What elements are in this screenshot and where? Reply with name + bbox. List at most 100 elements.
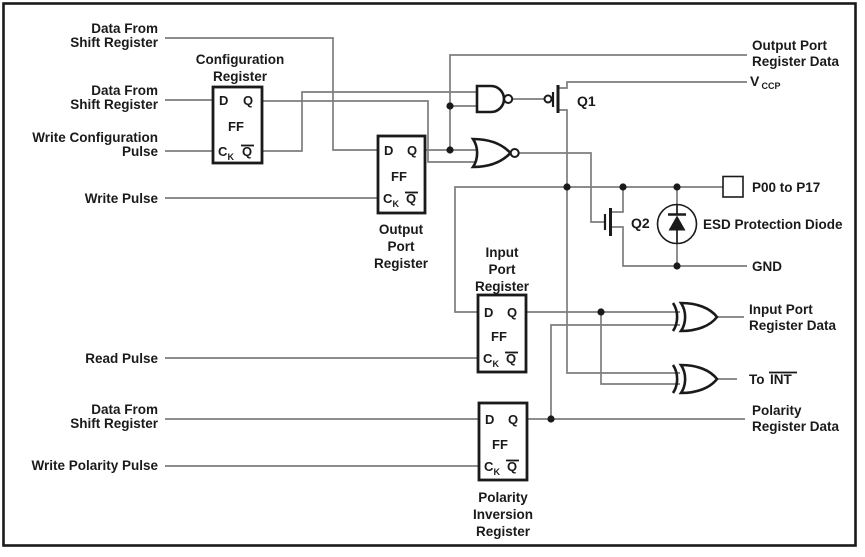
nand-output-bubble xyxy=(503,94,514,104)
diagram-border xyxy=(2,2,857,547)
shift-data-config-label: Shift Register xyxy=(70,97,159,112)
ck-pin-subscript: K xyxy=(494,467,501,477)
junction-dot xyxy=(619,183,627,191)
q1-gate-bubble xyxy=(543,94,553,104)
input-register-title: Input xyxy=(486,245,519,260)
q1-label: Q1 xyxy=(577,93,596,109)
xor2-back-arc xyxy=(671,364,679,394)
nand-gate xyxy=(475,84,514,114)
ck-pin-subscript: K xyxy=(228,152,235,162)
wires xyxy=(165,37,747,467)
qbar-pin-label: Q xyxy=(506,351,516,366)
gnd-label: GND xyxy=(752,259,782,274)
d-pin-label: D xyxy=(219,93,228,108)
vccp-label: V xyxy=(750,73,760,89)
q-pin-label: Q xyxy=(508,412,518,427)
q2-label: Q2 xyxy=(631,215,650,231)
pad-range-label: P00 to P17 xyxy=(752,180,820,195)
qbar-pin-label: Q xyxy=(406,191,416,206)
wire-shift-data-to-output-d xyxy=(165,37,378,151)
wire-output-q-to-data-out xyxy=(449,54,747,150)
ck-pin-label: C xyxy=(483,351,493,366)
ff-label: FF xyxy=(228,119,244,134)
input-port-register-data-label: Input Port xyxy=(749,302,813,317)
shift-data-config-label: Data From xyxy=(91,83,158,98)
io-pad-square xyxy=(722,175,744,198)
configuration-register-ff: Configuration Register D Q FF C K Q xyxy=(196,52,284,165)
configuration-register-title: Register xyxy=(213,69,268,84)
q2-nmos-transistor: Q2 xyxy=(603,208,650,236)
output-port-register-ff: D Q FF C K Q Output Port Register xyxy=(374,134,429,271)
input-port-register-ff: Input Port Register D Q FF C K Q xyxy=(475,245,530,374)
nor-output-bubble xyxy=(509,148,520,158)
polarity-inversion-register-ff: D Q FF C K Q Polarity Inversion Register xyxy=(473,401,533,539)
junction-dot xyxy=(563,183,571,191)
write-configuration-label: Write Configuration xyxy=(32,130,158,145)
left-labels: Data From Shift Register Data From Shift… xyxy=(31,21,158,473)
ff-label: FF xyxy=(492,437,508,452)
wire-q1-drain-to-pad-line xyxy=(559,109,568,187)
nor-gate xyxy=(470,137,520,169)
qbar-pin-label: Q xyxy=(507,459,517,474)
output-port-register-data-label: Output Port xyxy=(752,38,827,53)
write-pulse-label: Write Pulse xyxy=(85,191,159,206)
write-polarity-pulse-label: Write Polarity Pulse xyxy=(31,458,158,473)
input-ff-box xyxy=(476,293,528,374)
xor2-body xyxy=(678,363,719,395)
polarity-register-data-label: Register Data xyxy=(752,419,840,434)
nor-gate-body xyxy=(470,137,513,169)
d-pin-label: D xyxy=(384,143,393,158)
xor-gate-input-data xyxy=(671,301,719,333)
d-pin-label: D xyxy=(485,412,494,427)
ck-pin-label: C xyxy=(218,144,228,159)
shift-data-top-label: Data From xyxy=(91,21,158,36)
d-pin-label: D xyxy=(484,305,493,320)
output-register-title: Register xyxy=(374,256,429,271)
wire-polarity-q-to-xor1-bottom xyxy=(550,324,680,419)
esd-diode-triangle xyxy=(668,215,686,231)
junction-dots xyxy=(446,102,681,423)
configuration-register-title: Configuration xyxy=(196,52,284,67)
wire-config-qbar-to-nand xyxy=(262,91,477,152)
configuration-ff-box xyxy=(211,85,264,165)
to-int-label: To xyxy=(749,372,765,387)
ff-label: FF xyxy=(391,169,407,184)
polarity-register-data-label: Polarity xyxy=(752,403,802,418)
polarity-ff-box xyxy=(477,401,529,482)
ck-pin-subscript: K xyxy=(493,359,500,369)
q-pin-label: Q xyxy=(507,305,517,320)
q-pin-label: Q xyxy=(407,143,417,158)
read-pulse-label: Read Pulse xyxy=(85,351,158,366)
wire-q1-source-to-vccp xyxy=(559,81,747,89)
wire-q2-source-to-gnd xyxy=(612,226,747,267)
ff-label: FF xyxy=(491,329,507,344)
esd-protection-diode-label: ESD Protection Diode xyxy=(703,217,843,232)
input-register-title: Port xyxy=(489,262,517,277)
xor-gate-int xyxy=(671,363,719,395)
wire-pad-to-xor2-top xyxy=(566,187,680,374)
xor1-back-arc xyxy=(671,302,679,332)
output-ff-box xyxy=(376,134,427,215)
input-port-register-data-label: Register Data xyxy=(749,318,837,333)
q1-pmos-transistor: Q1 xyxy=(543,85,596,113)
wire-pad-line-to-input-d xyxy=(454,186,723,313)
ck-pin-label: C xyxy=(484,459,494,474)
polarity-register-title: Polarity xyxy=(478,490,528,505)
output-register-title: Port xyxy=(388,239,416,254)
junction-dot xyxy=(673,183,681,191)
junction-dot xyxy=(547,415,555,423)
ck-pin-subscript: K xyxy=(393,199,400,209)
shift-data-polarity-label: Data From xyxy=(91,402,158,417)
wire-input-q-to-xor2-bottom xyxy=(600,312,680,385)
to-int-label-overlined: INT xyxy=(770,372,793,387)
wire-config-q-to-nor xyxy=(262,100,476,163)
output-port-register-data-label: Register Data xyxy=(752,54,840,69)
polarity-register-title: Inversion xyxy=(473,507,533,522)
right-labels: Output Port Register Data V CCP P00 to P… xyxy=(703,38,843,434)
shift-data-top-label: Shift Register xyxy=(70,35,159,50)
esd-protection-diode xyxy=(656,203,698,245)
junction-dot xyxy=(446,146,454,154)
input-register-title: Register xyxy=(475,279,530,294)
write-configuration-label: Pulse xyxy=(122,144,159,159)
